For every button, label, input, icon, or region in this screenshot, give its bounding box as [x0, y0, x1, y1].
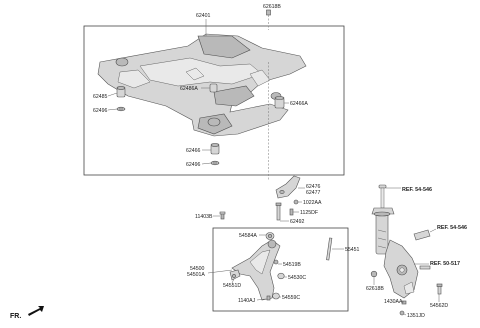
direction-label: FR.	[10, 313, 21, 320]
bolt-1140aj	[266, 295, 271, 301]
label-1022aa: 1022AA	[303, 200, 322, 206]
label-62492: 62492	[290, 219, 305, 225]
bracket-62476	[275, 175, 301, 199]
lower-arm-group-box	[212, 227, 349, 312]
hub-bolt	[419, 265, 431, 270]
bushing-54530c	[277, 272, 285, 280]
bushing-54584a	[265, 232, 275, 240]
knuckle	[383, 239, 419, 299]
label-62618b: 62618B	[263, 4, 281, 10]
label-62496-upper: 62496	[93, 108, 108, 114]
bolt-11403b	[219, 211, 226, 220]
label-62485: 62485	[93, 94, 108, 100]
bolt-1125df	[289, 208, 294, 216]
leader-ref-mid	[429, 228, 437, 233]
washer-62496-upper	[116, 106, 126, 112]
label-55451: 55451	[345, 247, 360, 253]
label-54530c: 54530C	[288, 275, 306, 281]
bolt-54562d	[436, 283, 443, 295]
leader-54500	[207, 269, 233, 274]
label-62496-lower: 62496	[186, 162, 201, 168]
label-62477: 62477	[306, 190, 321, 196]
leader-1351jd	[403, 313, 407, 316]
strut-assembly	[371, 184, 395, 255]
label-54501a: 54501A	[187, 272, 205, 278]
label-62618b-lower: 62618B	[366, 286, 384, 292]
ref-top: REF. 54-546	[402, 187, 432, 193]
washer-62496-lower	[210, 160, 220, 166]
leader-54551d	[231, 278, 235, 284]
ref-mid: REF. 54-546	[437, 225, 467, 231]
bushing-62466-lower	[210, 143, 220, 155]
label-1125df: 1125DF	[300, 210, 318, 216]
mount-62466a	[274, 96, 285, 109]
label-54500: 54500	[190, 266, 205, 272]
label-54584a: 54584A	[239, 233, 257, 239]
label-1140aj: 1140AJ	[238, 298, 256, 304]
tie-rod-end	[413, 229, 431, 241]
bushing-62485	[116, 86, 126, 98]
bolt-62492	[275, 202, 282, 221]
label-54519b: 54519B	[283, 262, 301, 268]
crossmember-group-box	[83, 25, 345, 176]
nut-62618b-lower	[370, 270, 378, 278]
top-bolt-62618b	[266, 9, 271, 180]
label-62401: 62401	[196, 13, 211, 19]
ball-joint-54551d	[229, 269, 241, 281]
label-54562d: 54562D	[430, 303, 448, 309]
ref-low: REF. 50-517	[430, 261, 460, 267]
bushing-54559c	[272, 292, 280, 300]
label-54559c: 54559C	[282, 295, 300, 301]
lower-control-arm	[231, 239, 281, 301]
label-54551d: 54551D	[223, 283, 241, 289]
label-62466: 62466	[186, 148, 201, 154]
bolt-55451	[326, 237, 333, 261]
leader-62496-upper	[107, 108, 118, 111]
label-1351jd: 1351JD	[407, 313, 425, 319]
nut-1022aa	[293, 199, 299, 205]
bolt-54519b	[273, 259, 279, 265]
mount-62486a	[209, 83, 218, 93]
label-11403b: 11403B	[195, 214, 213, 220]
label-62486a: 62486A	[180, 86, 198, 92]
leader-1140aj	[256, 298, 267, 301]
label-62476: 62476	[306, 184, 321, 190]
crossmember	[97, 33, 307, 137]
leader-62485	[107, 92, 118, 97]
leader-62496-lower	[201, 162, 212, 165]
label-1430aa: 1430AA	[384, 299, 403, 305]
front-arrow-icon	[28, 306, 44, 316]
bolt-1351jd	[399, 310, 405, 316]
bolt-1430aa	[401, 300, 407, 305]
label-62466a: 62466A	[290, 101, 308, 107]
